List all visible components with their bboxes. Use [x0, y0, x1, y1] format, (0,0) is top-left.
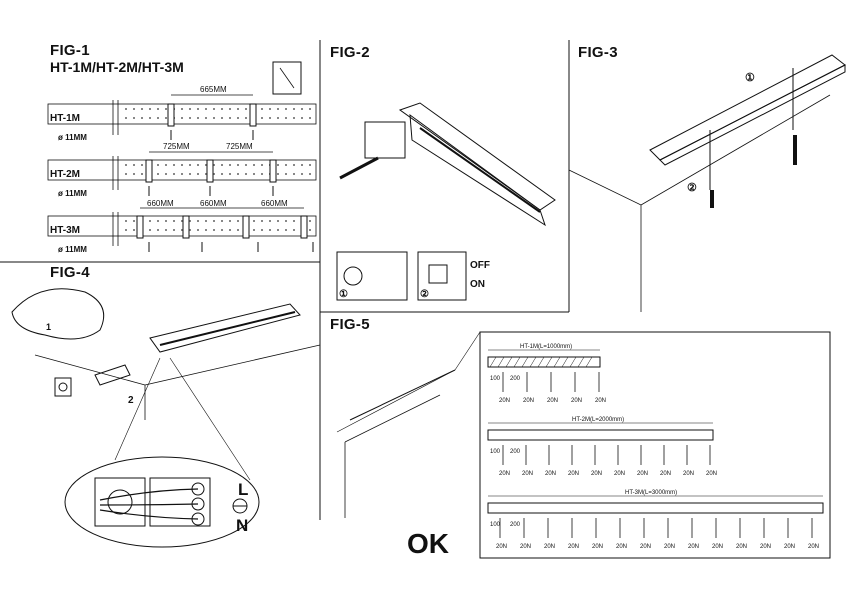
fig5-load-label: 20N: [547, 398, 558, 404]
fig1-subtitle: HT-1M/HT-2M/HT-3M: [50, 59, 184, 75]
fig1-row1-spacing: 665MM: [200, 85, 227, 94]
fig5-load-label: 20N: [545, 471, 556, 477]
fig5-load-label: 20N: [712, 544, 723, 550]
fig2-step1: ①: [339, 289, 348, 300]
fig5-beam2-title: HT-2M(L=2000mm): [572, 417, 624, 423]
fig4-texts: 1 2 L N: [46, 322, 248, 535]
fig2-texts: ① ② OFF ON: [339, 260, 490, 300]
fig1-row2-spacing-1: 725MM: [163, 142, 190, 151]
fig5-load-label: 20N: [544, 544, 555, 550]
fig5-beam2-second: 200: [510, 449, 521, 455]
fig5-beam2-first: 100: [490, 449, 501, 455]
fig5-beam1-title: HT-1M(L=1000mm): [520, 344, 572, 350]
fig5-beam3-title: HT-3M(L=3000mm): [625, 490, 677, 496]
fig5-load-label: 20N: [736, 544, 747, 550]
fig3-step1: ①: [745, 72, 755, 84]
fig5-load-label: 20N: [706, 471, 717, 477]
fig3-label: FIG-3: [578, 44, 618, 61]
panel-dividers: [0, 40, 570, 520]
fig5-load-label: 20N: [664, 544, 675, 550]
fig5-load-label: 20N: [568, 544, 579, 550]
fig5-load-label: 20N: [592, 544, 603, 550]
ok-label: OK: [407, 528, 449, 559]
fig5-load-label: 20N: [683, 471, 694, 477]
fig5-beam1-first: 100: [490, 376, 501, 382]
fig1-row2-hole: ø 11MM: [58, 189, 87, 198]
fig5-load-label: 20N: [637, 471, 648, 477]
fig5-load-label: 20N: [784, 544, 795, 550]
fig5-diagram: [336, 331, 831, 559]
fig5-load-label: 20N: [688, 544, 699, 550]
fig5-load-label: 20N: [591, 471, 602, 477]
fig3-step2: ②: [687, 182, 697, 194]
fig1-row1-model: HT-1M: [50, 113, 80, 124]
fig1-row3-spacing-3: 660MM: [261, 199, 288, 208]
fig5-load-label: 20N: [496, 544, 507, 550]
fig4-live-label: L: [238, 480, 248, 499]
fig5-load-label: 20N: [595, 398, 606, 404]
fig1-row3-model: HT-3M: [50, 225, 80, 236]
fig4-label: FIG-4: [50, 264, 90, 281]
fig5-load-label: 20N: [616, 544, 627, 550]
fig5-load-label: 20N: [523, 398, 534, 404]
fig2-on-label: ON: [470, 279, 485, 290]
fig5-load-label: 20N: [808, 544, 819, 550]
fig1-row2-spacing-2: 725MM: [226, 142, 253, 151]
fig5-load-label: 20N: [760, 544, 771, 550]
fig3-diagram: [568, 54, 846, 312]
fig4-neutral-label: N: [236, 516, 248, 535]
fig5-load-label: 20N: [640, 544, 651, 550]
fig1-row2-model: HT-2M: [50, 169, 80, 180]
fig5-load-label: 20N: [499, 398, 510, 404]
fig1-row3-spacing-2: 660MM: [200, 199, 227, 208]
fig5-load-label: 20N: [660, 471, 671, 477]
fig1-row1-hole: ø 11MM: [58, 133, 87, 142]
fig1-texts: HT-1M ø 11MM 665MM HT-2M ø 11MM 725MM 72…: [50, 85, 288, 254]
fig2-off-label: OFF: [470, 260, 490, 271]
fig5-load-label: 20N: [499, 471, 510, 477]
fig2-diagram: [336, 102, 556, 301]
fig5-texts: HT-1M(L=1000mm) 100 200 HT-2M(L=2000mm) …: [490, 344, 677, 528]
fig5-load-label: 20N: [522, 471, 533, 477]
fig1-row3-hole: ø 11MM: [58, 245, 87, 254]
fig3-texts: ① ②: [687, 72, 755, 194]
fig4-step1: 1: [46, 322, 51, 332]
fig5-load-label: 20N: [614, 471, 625, 477]
fig5-load-labels: 20N 20N 20N 20N 20N 20N 20N 20N 20N 20N 20N 20N 20N 2…: [496, 398, 819, 550]
fig1-row3-spacing-1: 660MM: [147, 199, 174, 208]
fig5-load-label: 20N: [568, 471, 579, 477]
fig1-label: FIG-1: [50, 42, 90, 59]
fig2-step2: ②: [420, 289, 429, 300]
fig5-label: FIG-5: [330, 316, 370, 333]
fig5-beam1-second: 200: [510, 376, 521, 382]
fig1-diagram: [47, 61, 317, 252]
fig5-beam3-first: 100: [490, 522, 501, 528]
fig5-load-label: 20N: [520, 544, 531, 550]
fig5-load-label: 20N: [571, 398, 582, 404]
fig2-label: FIG-2: [330, 44, 370, 61]
fig5-beam3-second: 200: [510, 522, 521, 528]
fig4-diagram: [11, 288, 321, 548]
fig4-step2: 2: [128, 395, 134, 406]
